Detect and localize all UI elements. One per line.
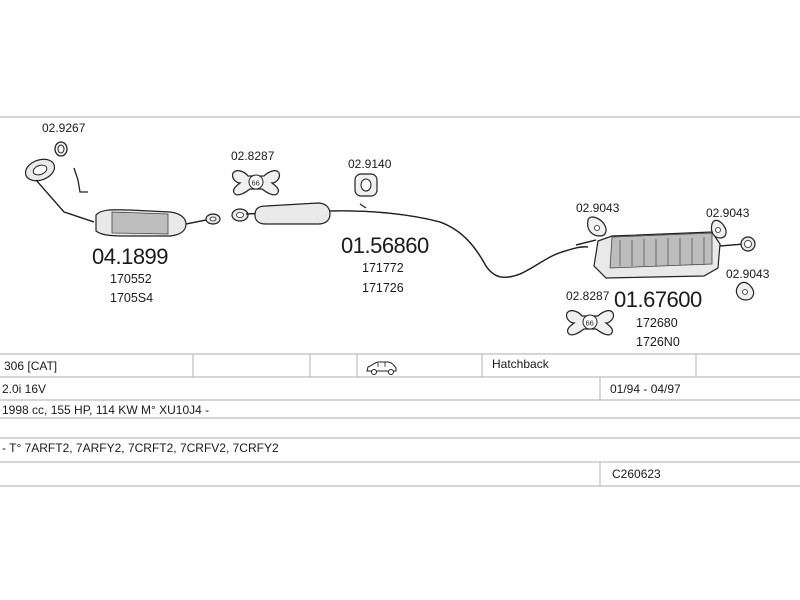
mount-6-label: 02.8287 xyxy=(566,289,610,303)
middle-silencer-part-number: 01.56860 xyxy=(341,233,429,258)
rubber-mount-icon[interactable]: 66 xyxy=(231,170,281,196)
middle-silencer-ref1: 171772 xyxy=(362,261,404,275)
catalyst-ref2: 1705S4 xyxy=(110,291,153,305)
engine: 2.0i 16V xyxy=(2,382,46,396)
car-icon xyxy=(366,361,397,375)
mount-4-label: 02.9043 xyxy=(706,206,750,220)
mount-2-label: 02.9140 xyxy=(348,157,392,171)
catalog-code: C260623 xyxy=(612,467,661,481)
vehicle-info-table xyxy=(0,353,800,487)
engine-types: - T° 7ARFT2, 7ARFY2, 7CRFT2, 7CRFV2, 7CR… xyxy=(2,441,279,455)
rubber-mount-icon[interactable]: 66 xyxy=(565,310,615,336)
hanger-icon[interactable] xyxy=(587,216,607,237)
svg-text:66: 66 xyxy=(586,319,594,328)
gasket-front-label: 02.9267 xyxy=(42,121,86,135)
gasket-icon[interactable] xyxy=(54,141,68,157)
rear-silencer-ref2: 1726N0 xyxy=(636,335,680,349)
mount-3-label: 02.9043 xyxy=(576,201,620,215)
catalyst-part-number: 04.1899 xyxy=(92,244,168,269)
vehicle-model: 306 [CAT] xyxy=(4,359,57,373)
mount-5-label: 02.9043 xyxy=(726,267,770,281)
catalyst-assembly[interactable] xyxy=(22,155,221,237)
engine-specs: 1998 cc, 155 HP, 114 KW M° XU10J4 - xyxy=(2,403,209,417)
rubber-ring-icon[interactable] xyxy=(354,173,378,197)
body-type: Hatchback xyxy=(492,357,550,371)
rear-silencer-assembly[interactable] xyxy=(575,231,756,279)
hanger-icon[interactable] xyxy=(710,219,727,239)
production-period: 01/94 - 04/97 xyxy=(610,382,681,396)
svg-text:66: 66 xyxy=(252,179,260,188)
mount-1-label: 02.8287 xyxy=(231,149,275,163)
middle-silencer-assembly[interactable] xyxy=(231,202,589,278)
middle-silencer-ref2: 171726 xyxy=(362,281,404,295)
rear-silencer-ref1: 172680 xyxy=(636,316,678,330)
catalyst-ref1: 170552 xyxy=(110,272,152,286)
hanger-icon[interactable] xyxy=(735,281,755,301)
rear-silencer-part-number: 01.67600 xyxy=(614,287,702,312)
